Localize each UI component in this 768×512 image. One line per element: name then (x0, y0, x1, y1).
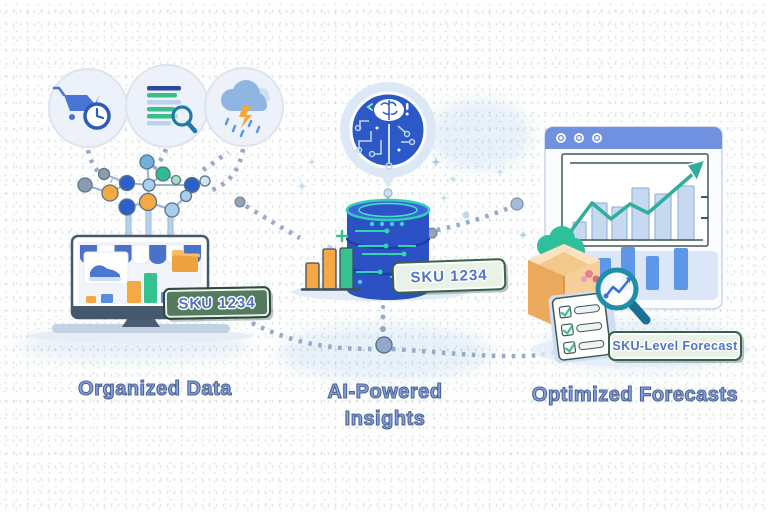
optimized-forecasts-scene (528, 126, 748, 367)
data-report-magnifier-icon (147, 86, 198, 134)
storm-cloud-icon (221, 80, 270, 138)
bar (86, 296, 96, 303)
bar (305, 262, 320, 290)
window-control-dots (556, 133, 602, 143)
magnifier-trend-icon (595, 267, 651, 325)
stage-label-ai-powered: AI-Powered (327, 380, 443, 403)
forecast-bar-chart (572, 185, 695, 241)
dotted-connectors (85, 148, 561, 359)
sku-badge-monitor: SKU 1234 (162, 286, 272, 320)
sku-level-forecast-badge-text: SKU-Level Forecast (612, 339, 738, 353)
bar (646, 256, 659, 290)
sneaker-icon (89, 265, 121, 281)
storefront-monitor (28, 234, 252, 343)
bar (677, 185, 695, 241)
shopping-cart-clock-icon (52, 86, 111, 130)
data-network (77, 154, 211, 239)
sku-level-forecast-badge: SKU-Level Forecast (608, 331, 742, 361)
bar (322, 248, 337, 290)
bar (101, 294, 113, 303)
bar (144, 273, 157, 303)
input-bar-chart (300, 229, 362, 291)
folder-icon (172, 250, 200, 272)
stage-label-optimized-forecasts: Optimized Forecasts (531, 383, 739, 406)
bar (674, 248, 688, 290)
stage-label-insights: Insights (344, 407, 426, 430)
connector-nodes (234, 196, 524, 354)
bar (127, 281, 141, 303)
checklist-icon (548, 289, 619, 364)
soft-wash (430, 100, 530, 170)
organized-data-scene (28, 64, 284, 343)
stage-label-organized-data: Organized Data (78, 377, 232, 400)
ai-brain-circuit-icon (340, 82, 436, 188)
sku-badge-database: SKU 1234 (391, 258, 507, 294)
trend-arrow (569, 158, 707, 233)
sku-badge-monitor-text: SKU 1234 (178, 293, 256, 313)
bar (339, 247, 354, 290)
sku-badge-database-text: SKU 1234 (410, 266, 488, 286)
